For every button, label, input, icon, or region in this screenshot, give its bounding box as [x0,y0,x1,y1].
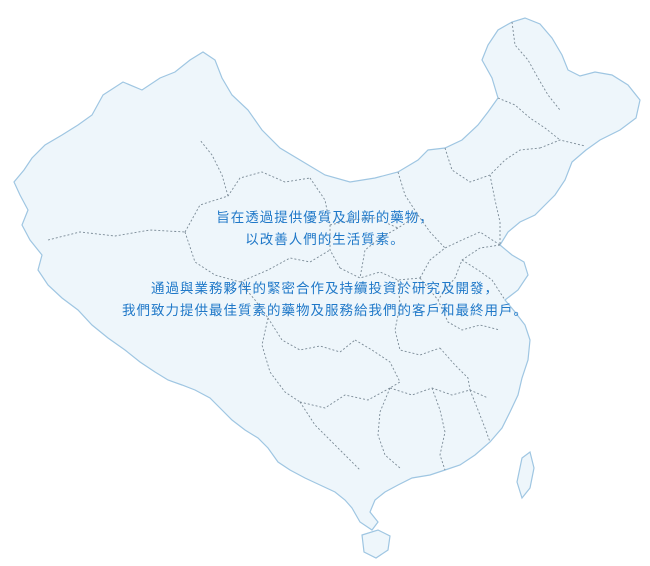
mainland-shape [13,17,641,531]
mission-statement-part-1: 旨在透過提供優質及創新的藥物， 以改善人們的生活質素。 [0,207,650,251]
mission-line-1: 旨在透過提供優質及創新的藥物， [216,210,434,226]
mission-line-3: 通過與業務夥伴的緊密合作及持續投資於研究及開發， [151,281,499,297]
mission-statement-part-2: 通過與業務夥伴的緊密合作及持續投資於研究及開發， 我們致力提供最佳質素的藥物及服… [0,278,650,322]
mission-line-2: 以改善人們的生活質素。 [245,232,405,248]
province-borders [47,21,586,471]
hainan-island-shape [361,529,391,559]
taiwan-island-shape [516,450,535,500]
mission-line-4: 我們致力提供最佳質素的藥物及服務給我們的客戶和最終用戶。 [122,303,528,319]
